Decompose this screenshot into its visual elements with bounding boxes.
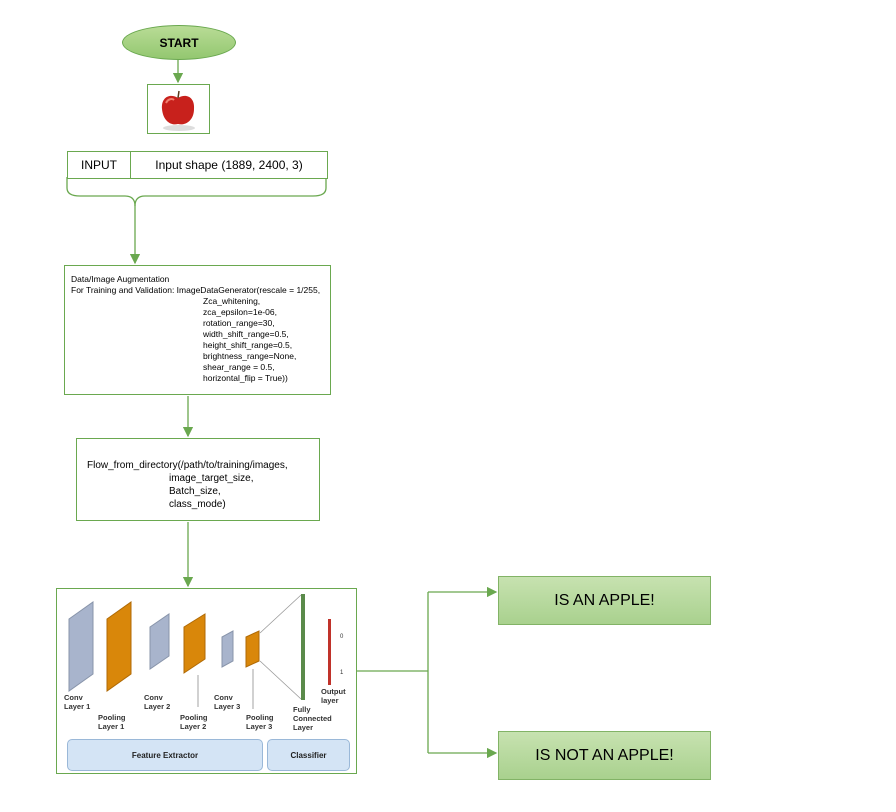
aug-line: horizontal_flip = True))	[203, 373, 288, 383]
aug-line: brightness_range=None,	[203, 351, 297, 361]
conv-layer-2-shape	[149, 613, 170, 670]
apple-image	[147, 84, 210, 134]
result-apple-box: IS AN APPLE!	[498, 576, 711, 625]
aug-line: Zca_whitening,	[203, 296, 261, 306]
start-node: START	[122, 25, 236, 60]
conv-layer-3-shape	[221, 630, 234, 668]
result-not-apple-box: IS NOT AN APPLE!	[498, 731, 711, 780]
classifier-bar: Classifier	[267, 739, 350, 771]
cnn-layers-graphic	[68, 594, 331, 709]
input-shape: Input shape (1889, 2400, 3)	[155, 158, 303, 172]
input-label: INPUT	[68, 152, 131, 178]
aug-line: width_shift_range=0.5,	[203, 329, 289, 339]
classifier-label: Classifier	[290, 750, 327, 760]
pooling-layer-1-shape	[106, 601, 132, 692]
flow-from-directory-box: Flow_from_directory(/path/to/training/im…	[76, 438, 320, 521]
aug-line: zca_epsilon=1e-06,	[203, 307, 277, 317]
output-tick-0: 0	[340, 634, 344, 640]
input-box: INPUT Input shape (1889, 2400, 3)	[67, 151, 328, 179]
feature-extractor-label: Feature Extractor	[131, 750, 199, 760]
feature-extractor-bar: Feature Extractor	[67, 739, 263, 771]
flow-line: Batch_size,	[169, 486, 221, 497]
aug-line: height_shift_range=0.5,	[203, 340, 293, 350]
pooling-layer-3-shape	[245, 630, 260, 668]
flow-line: class_mode)	[169, 499, 226, 510]
pooling-layer-2-shape	[183, 613, 206, 674]
aug-line: For Training and Validation: ImageDataGe…	[71, 285, 321, 295]
aug-line: rotation_range=30,	[203, 318, 275, 328]
augmentation-box: Data/Image Augmentation For Training and…	[64, 265, 331, 395]
flow-line: image_target_size,	[169, 473, 254, 484]
fully-connected-shape	[301, 594, 305, 700]
result-apple-label: IS AN APPLE!	[554, 591, 655, 609]
aug-line: Data/Image Augmentation	[71, 274, 170, 284]
result-not-apple-label: IS NOT AN APPLE!	[535, 746, 674, 764]
conv-layer-1-shape	[68, 601, 94, 692]
aug-line: shear_range = 0.5,	[203, 362, 275, 372]
output-tick-1: 1	[340, 670, 344, 676]
apple-icon	[161, 90, 195, 131]
output-layer-shape	[328, 619, 331, 685]
start-label: START	[159, 35, 199, 50]
flow-line: Flow_from_directory(/path/to/training/im…	[87, 460, 288, 471]
